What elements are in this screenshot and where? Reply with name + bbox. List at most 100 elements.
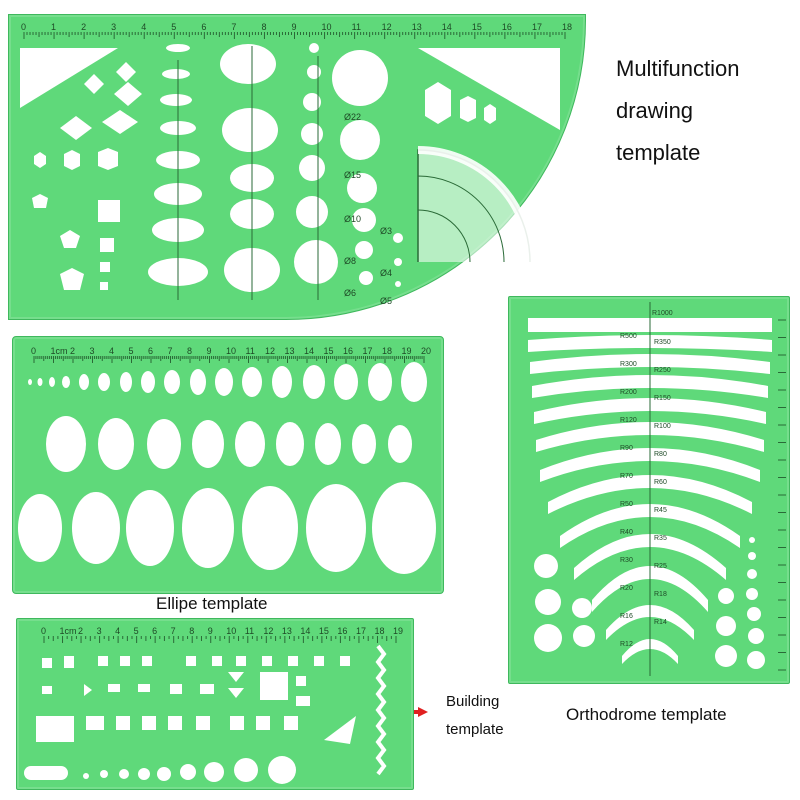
building-ruler-number: 3 (97, 626, 102, 636)
radius-label: R60 (654, 479, 667, 486)
ellipse-ruler-number: 0 (31, 346, 36, 356)
radius-label: R14 (654, 619, 667, 626)
building-symbols (24, 644, 387, 780)
radius-label: R40 (620, 529, 633, 536)
radius-label: R20 (620, 585, 633, 592)
top-ruler-number: 12 (382, 22, 392, 32)
radius-label: R200 (620, 389, 637, 396)
ellipse-row-small (28, 362, 427, 402)
building-ruler-number: 2 (78, 626, 83, 636)
ellipse-row-medium (46, 416, 412, 472)
ellipse-ruler-number: 6 (148, 346, 153, 356)
ellipse-ruler-number: 13 (285, 346, 295, 356)
radius-labels: R1000R500R350R300R250R200R150R120R100R90… (620, 310, 673, 648)
top-ruler-number: 2 (81, 22, 86, 32)
orthodrome-label: Orthodrome template (566, 705, 727, 724)
ellipse-ruler-number: 12 (265, 346, 275, 356)
ellipse-ruler-number: 11 (246, 346, 255, 356)
multifunction-label: Multifunction drawing template (616, 48, 740, 174)
circle-label: Ø3 (380, 226, 392, 236)
top-ruler-number: 9 (292, 22, 297, 32)
building-ruler-number: 1cm (60, 626, 77, 636)
triangle-cutout-left (20, 48, 118, 108)
ellipse-ruler-number: 9 (207, 346, 212, 356)
building-ruler-number: 16 (337, 626, 347, 636)
building-ruler-number: 4 (115, 626, 120, 636)
ellipse-row-large (18, 482, 436, 574)
radius-label: R18 (654, 591, 667, 598)
building-ruler-number: 15 (319, 626, 329, 636)
ellipse-ruler-number: 5 (129, 346, 134, 356)
protractor (417, 146, 534, 263)
guide-lines (177, 46, 319, 300)
ellipse-ruler-number: 20 (421, 346, 431, 356)
orthodrome-ruler (778, 319, 786, 671)
top-ruler-number: 17 (532, 22, 542, 32)
radius-label: R16 (620, 613, 633, 620)
radius-label: R500 (620, 333, 637, 340)
top-ruler-number: 6 (201, 22, 206, 32)
ellipse-ruler-number: 14 (304, 346, 314, 356)
circle-label: Ø15 (344, 170, 361, 180)
circle-label: Ø22 (344, 112, 361, 122)
top-ruler-number: 1 (51, 22, 56, 32)
building-ruler-number: 10 (226, 626, 236, 636)
ellipse-ruler-number: 18 (382, 346, 392, 356)
hexagon-cutouts (34, 82, 496, 170)
red-arrow-icon (418, 707, 428, 717)
building-label-line2: template (446, 721, 504, 738)
diamond-cutouts (60, 62, 142, 140)
building-ruler-number: 7 (171, 626, 176, 636)
radius-label: R350 (654, 339, 671, 346)
top-ruler-number: 4 (141, 22, 146, 32)
ellipse-ruler-number: 4 (109, 346, 114, 356)
ellipse-ruler-number: 15 (324, 346, 334, 356)
building-ruler-number: 8 (189, 626, 194, 636)
triangle-cutout-right (418, 48, 560, 130)
top-ruler-number: 11 (352, 22, 361, 32)
top-ruler-number: 3 (111, 22, 116, 32)
building-ruler-number: 0 (41, 626, 46, 636)
ellipse-ruler-number: 8 (187, 346, 192, 356)
building-ruler-number: 11 (245, 626, 254, 636)
ellipse-ruler-number: 16 (343, 346, 353, 356)
top-ruler-number: 7 (231, 22, 236, 32)
multifunction-label-line2: drawing (616, 98, 694, 123)
top-ruler-number: 13 (412, 22, 422, 32)
radius-label: R90 (620, 445, 633, 452)
building-ruler-number: 13 (282, 626, 292, 636)
radius-label: R100 (654, 423, 671, 430)
radius-label: R80 (654, 451, 667, 458)
ellipse-ruler-number: 3 (90, 346, 95, 356)
pentagon-square-cutouts (32, 194, 120, 290)
radius-label: R12 (620, 641, 633, 648)
radius-label: R120 (620, 417, 637, 424)
radius-label: R150 (654, 395, 671, 402)
radius-label: R50 (620, 501, 633, 508)
building-circles (83, 756, 296, 784)
building-label-line1: Building (446, 693, 500, 710)
top-ruler-number: 14 (442, 22, 452, 32)
ellipse-label: Ellipe template (156, 594, 268, 613)
circle-label: Ø8 (344, 256, 356, 266)
radius-label: R300 (620, 361, 637, 368)
building-ruler-number: 17 (356, 626, 366, 636)
top-ruler-number: 8 (261, 22, 266, 32)
top-ruler-number: 18 (562, 22, 572, 32)
circle-label: Ø5 (380, 296, 392, 306)
ellipse-ruler-number: 10 (226, 346, 236, 356)
circle-label: Ø10 (344, 214, 361, 224)
building-ruler-number: 18 (374, 626, 384, 636)
building-ruler-number: 9 (208, 626, 213, 636)
building-ruler-number: 5 (134, 626, 139, 636)
top-ruler-number: 0 (21, 22, 26, 32)
circle-size-labels: Ø22 Ø15 Ø10 Ø8 Ø6 Ø5 Ø4 Ø3 (344, 112, 392, 306)
top-ruler-number: 10 (322, 22, 332, 32)
ellipse-ruler-number: 1cm (51, 346, 68, 356)
radius-label: R30 (620, 557, 633, 564)
